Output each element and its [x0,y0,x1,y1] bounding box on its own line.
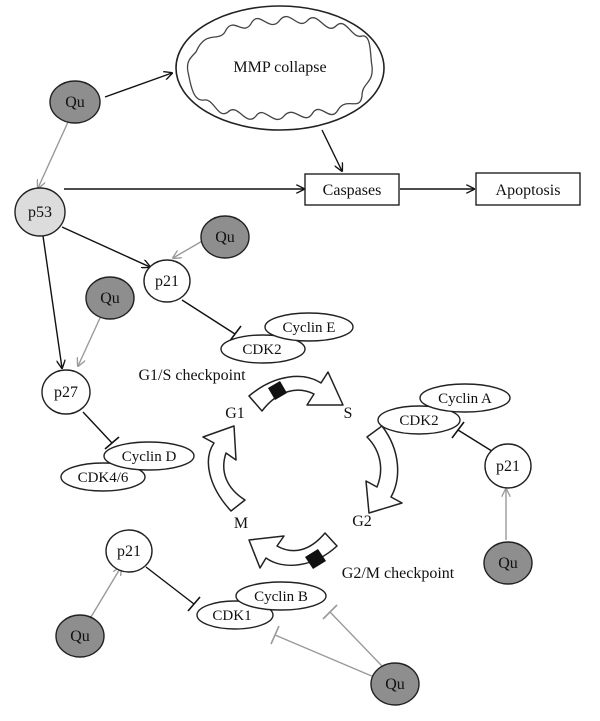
p21-node-right: p21 [484,443,532,489]
p21-label: p21 [496,458,520,475]
p53-node: p53 [14,187,66,237]
qu-to-p27-arrow [78,317,101,366]
qu-label: Qu [70,628,90,645]
cyclin-e-label: Cyclin E [283,320,336,336]
g2-label: G2 [352,513,372,530]
s-label: S [344,405,353,422]
p21-label: p21 [117,543,141,560]
qu-label: Qu [498,555,518,572]
p53-label: p53 [28,204,52,221]
cdk1-label: CDK1 [212,608,251,624]
mitochondrion: MMP collapse [175,5,385,131]
p21-inhibits-cdk2-cyclin-e [181,299,242,343]
cycle-arrow-s-to-g2 [365,425,403,514]
qu-node-bottom-right: Qu [370,662,420,706]
p21-inhibits-cdk1-cyclin-b [145,566,201,612]
qu-inhibits-cdk1-cyclin-b-lower [270,625,375,678]
qu-label: Qu [215,229,235,246]
p27-label: p27 [54,384,78,401]
qu-to-mmp-arrow [104,73,172,98]
cycle-arrow-g1-to-s [248,371,344,412]
cdk1-cyclin-b-complex: CDK1 Cyclin B [196,581,327,630]
qu-node-mid-left: Qu [85,276,135,320]
cyclin-a-label: Cyclin A [438,391,492,407]
cdk2-label: CDK2 [242,342,281,358]
qu-to-p21-top-arrow [173,239,205,258]
qu-to-p21-bottom-arrow [87,567,121,623]
cdk2-label: CDK2 [399,413,438,429]
p27-inhibits-cdk4-6-cyclin-d [82,411,120,450]
mitochondrion-cristae [186,15,373,121]
cyclin-b-label: Cyclin B [254,589,308,605]
cycle-arrow-g2-to-m [248,532,338,569]
p21-label: p21 [155,273,179,290]
g1s-checkpoint-bar [268,381,287,400]
qu-label: Qu [385,676,405,693]
qu-node-bottom-left: Qu [55,614,105,658]
caspases-label: Caspases [323,182,382,199]
apoptosis-label: Apoptosis [496,182,561,199]
cdk4-6-label: CDK4/6 [78,470,129,486]
cell-cycle: G1 S G2 M G1/S checkpoint G2/M checkpoin… [138,367,454,582]
m-label: M [234,515,248,532]
g2m-checkpoint-label: G2/M checkpoint [342,565,455,582]
p53-to-p21-arrow [61,226,150,267]
p21-node-top: p21 [143,259,191,303]
g2m-checkpoint-bar [305,549,326,569]
p53-to-p27-arrow [42,235,62,368]
qu-node-lower-right: Qu [483,541,533,585]
qu-node-top: Qu [49,80,101,124]
g1s-checkpoint-label: G1/S checkpoint [138,367,246,384]
qu-to-p53-arrow [38,121,69,188]
cdk2-cyclin-e-complex: CDK2 Cyclin E [220,312,354,364]
p27-node: p27 [41,369,91,415]
mitochondrion-outer-membrane [175,5,385,131]
qu-inhibits-cdk1-cyclin-b-upper [322,604,383,667]
cdk4-6-cyclin-d-complex: CDK4/6 Cyclin D [60,441,195,492]
mmp-to-caspases-arrow [321,129,342,171]
qu-label: Qu [65,94,85,111]
p21-node-bottom: p21 [105,529,153,573]
cycle-arrow-m-to-g1 [202,425,246,512]
apoptosis-box: Apoptosis [475,172,581,206]
qu-label: Qu [100,290,120,307]
caspases-box: Caspases [304,173,400,206]
p21-inhibits-cdk2-cyclin-a [451,421,496,454]
mmp-collapse-label: MMP collapse [233,59,326,76]
cyclin-d-label: Cyclin D [122,449,177,465]
qu-node-upper-right: Qu [200,215,250,259]
g1-label: G1 [225,405,245,422]
cdk2-cyclin-a-complex: CDK2 Cyclin A [377,383,511,435]
